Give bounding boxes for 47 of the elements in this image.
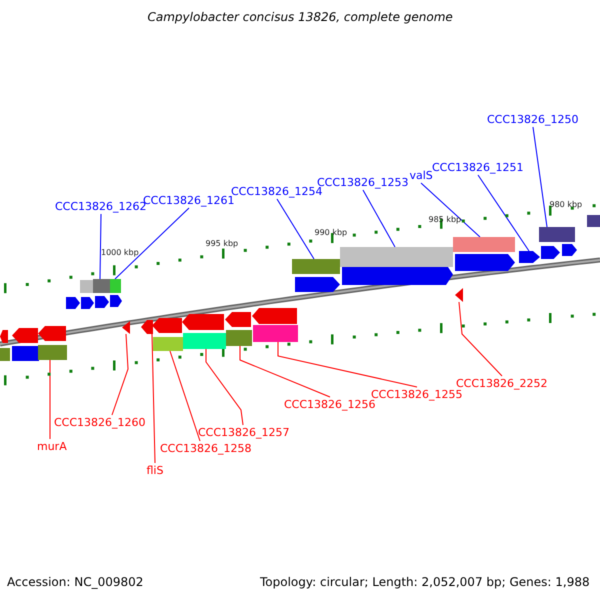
gene-label: murA [37, 440, 67, 453]
gene-bar [153, 337, 183, 351]
gene-label: CCC13826_1260 [54, 416, 146, 429]
leader-line [276, 198, 314, 260]
gene-bar [340, 247, 453, 267]
leader-line [458, 302, 502, 376]
gene-label: CCC13826_1256 [284, 398, 376, 411]
footer-text: Accession: NC_009802 [7, 576, 144, 589]
leader-line [152, 334, 156, 464]
leader-line [206, 348, 244, 426]
gene-bar [226, 330, 252, 346]
gene-label: valS [410, 169, 433, 182]
gene-bar [453, 237, 515, 252]
gene-label: CCC13826_1250 [487, 113, 579, 126]
leader-line [532, 126, 548, 228]
footer-text: Topology: circular; Length: 2,052,007 bp; Genes: 1,988 [260, 576, 590, 589]
scale-label: 990 kbp [314, 227, 348, 239]
scale-label: 980 kbp [550, 199, 582, 211]
leader-line [112, 334, 128, 416]
gene-bar [93, 279, 110, 293]
gene-bar [110, 279, 121, 293]
leader-line [478, 174, 530, 252]
gene-bar [38, 345, 67, 360]
gene-label: CCC13826_2252 [456, 377, 548, 390]
leader-line [114, 208, 190, 280]
leader-line [420, 182, 480, 238]
leader-line [240, 346, 330, 398]
gene-label: fliS [146, 464, 164, 477]
gene-label: CCC13826_1251 [432, 161, 524, 174]
scale-label: 995 kbp [206, 238, 238, 250]
gene-marker [455, 288, 463, 302]
leader-line [278, 342, 418, 388]
gene-bar [539, 227, 575, 242]
gene-label: CCC13826_1255 [371, 388, 463, 401]
scale-label: 1000 kbp [101, 247, 139, 259]
gene-label: CCC13826_1257 [198, 426, 290, 439]
leader-line [100, 214, 102, 280]
gene-bar [253, 325, 298, 342]
leader-line [362, 190, 396, 248]
gene-bar [183, 333, 226, 349]
gene-label: CCC13826_1258 [160, 442, 252, 455]
gene-marker [122, 321, 130, 334]
title: Campylobacter concisus 13826, complete genome [148, 11, 453, 24]
scale-label: 985 kbp [428, 214, 462, 226]
leader-line [170, 350, 200, 442]
gene-bar [292, 259, 340, 274]
gene-block [519, 251, 540, 263]
